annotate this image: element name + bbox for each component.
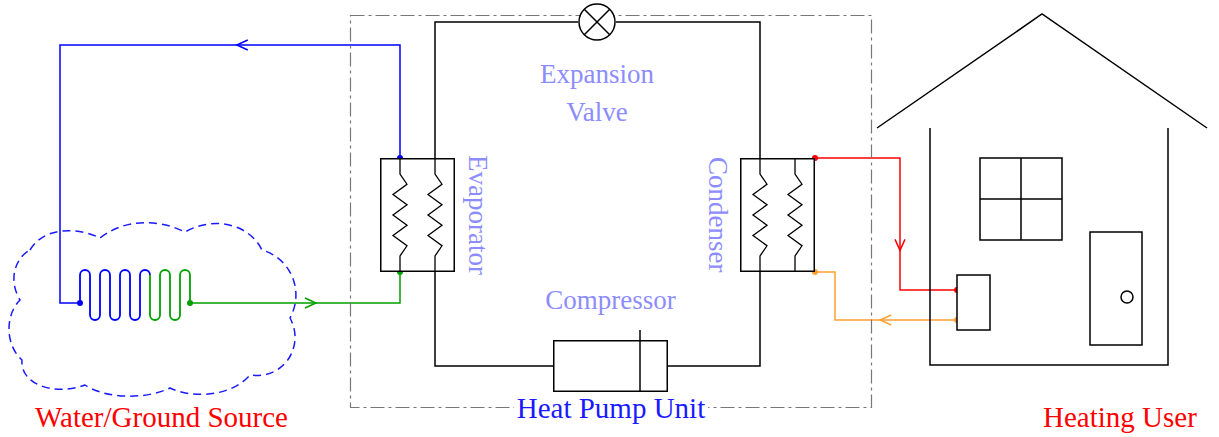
component-label: Evaporator [462,155,493,275]
heat-exchanger [740,158,815,272]
refrigerant-line [668,272,760,366]
arrow-head [237,40,248,50]
house-window [980,158,1062,240]
house-door [1090,232,1142,345]
coil-zigzag [788,158,802,272]
dash-dot-frame [351,16,872,408]
source-return-pipe [60,45,400,303]
component-label: Expansion Valve [527,55,667,131]
coil-zigzag [393,158,407,272]
door-knob [1121,291,1133,303]
house-roof [877,14,1207,128]
refrigerant-line [435,22,578,158]
frame-label: Heat Pump Unit [514,392,709,424]
ground-coil-cold [80,270,150,320]
expansion-valve: Expansion Valve [578,3,616,41]
valve-cross [584,9,609,34]
user-label: Heating User [1043,401,1197,433]
region-label: Water/Ground Source [32,401,291,433]
indoor-terminal-unit [957,275,990,330]
exchanger-box [741,159,815,272]
heating-return-pipe [815,272,957,320]
component-label: Compressor [545,285,676,316]
ground-coil-warm [150,270,190,320]
compressor-body [554,341,668,392]
refrigerant-line [435,272,553,366]
compressor-box: Compressor [553,340,668,392]
house-outline [875,10,1210,437]
valve-circle [579,4,615,40]
valve-symbol [578,3,616,41]
compressor-symbol [553,340,668,392]
compressor-shaft [639,330,641,402]
coil-zigzag [753,158,767,272]
source-supply-pipe [190,272,400,303]
arrow-head [305,298,316,308]
arrow-head [895,239,905,250]
heat-exchanger [380,158,455,272]
source-region: Water/Ground Source [0,205,335,437]
exchanger-box [381,159,455,272]
coil-zigzag [428,158,442,272]
refrigerant-line [616,22,760,158]
heating-supply-pipe [815,158,957,290]
house: Heating User [875,10,1210,437]
window-cross [980,158,1062,240]
condenser-box: Condenser [740,158,815,272]
arrow-head [880,315,891,325]
house-walls [930,128,1168,365]
source-boundary [9,223,296,397]
component-label: Condenser [702,157,733,272]
unit-frame: Heat Pump UnitEvaporatorExpansion ValveC… [350,15,872,408]
evaporator-box: Evaporator [380,158,455,272]
